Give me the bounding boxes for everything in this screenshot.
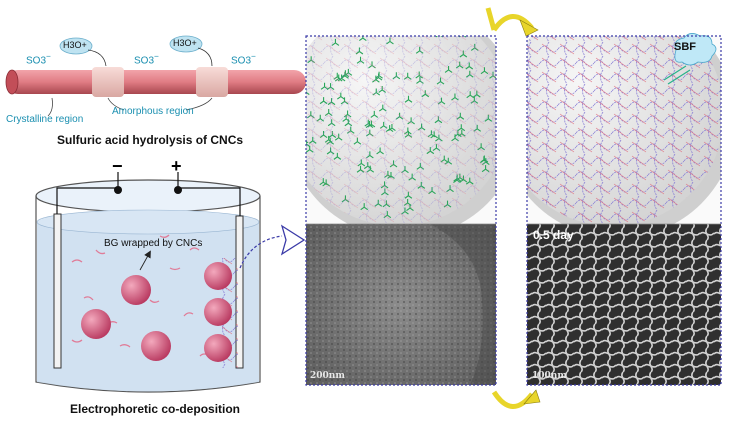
cnc-tripod <box>377 29 384 36</box>
sem-left <box>306 224 496 385</box>
cnc-tripod <box>416 25 423 32</box>
bg-wrapped-label: BG wrapped by CNCs <box>104 238 203 249</box>
right-panel-border <box>526 35 722 386</box>
panel-deposited-coating <box>293 10 496 224</box>
sbf-cloud <box>674 33 717 66</box>
sem-right <box>527 224 721 385</box>
bioglass-particles <box>81 262 232 362</box>
cnc-tripod <box>393 27 400 34</box>
bg-pointer-arrow <box>139 250 151 271</box>
cnc-tripod <box>343 28 350 35</box>
positive-sign: + <box>171 156 182 176</box>
cnc-tripod <box>371 26 378 32</box>
sbf-lines <box>663 65 691 85</box>
scale-bar-right: 100nm <box>532 371 567 381</box>
connector-arrow <box>280 224 306 256</box>
deposition-beaker <box>35 179 261 393</box>
time-label: 0.5 day <box>533 228 574 242</box>
electrolyte <box>37 222 259 392</box>
negative-terminal <box>114 186 122 194</box>
cnc-tripod <box>418 13 425 20</box>
cnc-tripod <box>395 18 402 25</box>
hydronium-bubbles <box>59 35 213 67</box>
process-arrow-bottom <box>491 390 534 409</box>
positive-terminal <box>174 186 182 194</box>
cnc-tripod <box>359 28 366 34</box>
so3-ion-label: SO3− <box>134 51 159 67</box>
hydronium-label: H3O+ <box>173 38 197 48</box>
amorphous-region-label: Amorphous region <box>112 106 194 117</box>
so3-ion-label: SO3− <box>231 51 256 67</box>
cnc-tripod <box>399 26 406 32</box>
left-panel-border <box>305 35 497 386</box>
negative-sign: − <box>112 156 123 176</box>
hydronium-label: H3O+ <box>63 40 87 50</box>
crystalline-region-label: Crystalline region <box>6 114 84 125</box>
cnc-fragments <box>71 234 210 357</box>
cnc-rod <box>5 67 306 97</box>
scale-bar-left: 200nm <box>310 371 345 381</box>
sbf-label: SBF <box>674 41 696 53</box>
cnc-tripod <box>397 10 404 16</box>
process-arrowhead-top <box>519 19 539 37</box>
process-arrowhead-bottom <box>523 389 541 405</box>
amorphous-segment <box>92 67 124 97</box>
amorphous-segment <box>196 67 228 97</box>
panel-sbf-immersion <box>527 33 721 224</box>
cnc-tripod <box>296 136 303 143</box>
connector-line <box>239 235 283 269</box>
region-pointers <box>47 97 213 117</box>
deposition-caption: Electrophoretic co-deposition <box>70 402 241 416</box>
so3-ion-label: SO3− <box>26 51 51 67</box>
hydrolysis-caption: Sulfuric acid hydrolysis of CNCs <box>57 133 244 147</box>
cnc-tripod <box>293 131 300 138</box>
